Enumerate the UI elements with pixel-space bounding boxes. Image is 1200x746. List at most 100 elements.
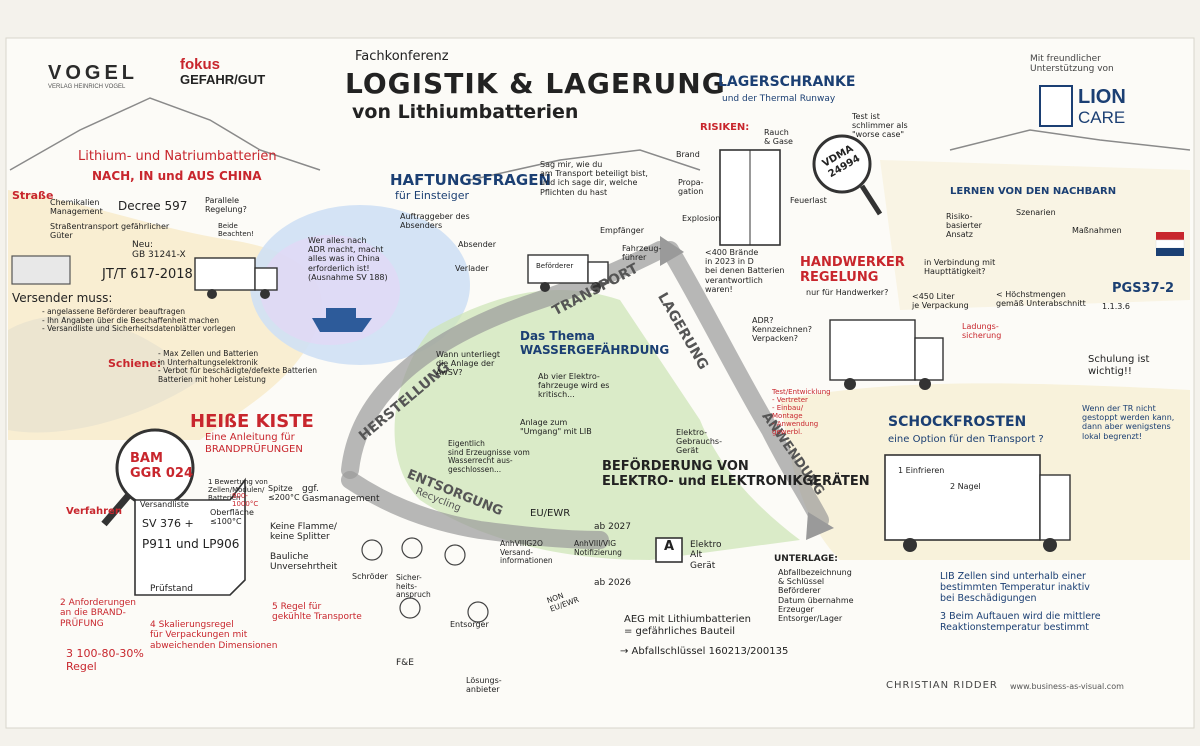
adr-bubble: Wer alles nach ADR macht, macht alles wa… — [308, 236, 388, 282]
wann-bubble: Wann unterliegt die Anlage der AwSV? — [436, 350, 501, 378]
empfaenger-label: Empfänger — [600, 226, 645, 235]
gefahrgut-logo: GEFAHR/GUT — [180, 72, 266, 87]
adr-bubble-right: ADR? Kennzeichnen? Verpacken? — [752, 316, 813, 344]
wasser-title: Das Thema WASSERGEFÄHRDUNG — [520, 329, 670, 357]
anlage-label: Anlage zum "Umgang" mit LIB — [520, 418, 592, 437]
oberflaeche-label: Oberfläche ≤100°C — [210, 508, 254, 527]
strasse-label: Straße — [12, 189, 54, 202]
china-title: Lithium- und Natriumbatterien — [78, 149, 277, 164]
handwerker-subtitle: nur für Handwerker? — [806, 288, 889, 297]
chemikalien-label: Chemikalien Management — [50, 198, 103, 217]
ab-vier-bubble: Ab vier Elektro- fahrzeuge wird es kriti… — [538, 372, 610, 400]
auftraggeber-label: Auftraggeber des Absenders — [400, 212, 470, 231]
lagerschranke-title: LAGERSCHRANKE — [718, 74, 856, 90]
schulung-label: Schulung ist wichtig!! — [1088, 354, 1150, 377]
liter-label: <450 Liter je Verpackung — [912, 292, 969, 311]
header-kicker: Fachkonferenz — [355, 49, 449, 64]
lion-logo: LION — [1078, 86, 1126, 108]
fokus-logo: fokus — [180, 56, 221, 73]
hoechst-label: < Höchstmengen gemäß Unterabschnitt — [996, 290, 1086, 309]
regel-label: 3 100-80-30% Regel — [66, 647, 144, 673]
sicherheit-label: Sicher- heits- anspruch — [396, 573, 431, 600]
ab2026-label: ab 2026 — [594, 578, 631, 588]
braende-label: <400 Brände in 2023 in D bei denen Batte… — [705, 248, 785, 294]
ladung-label: Ladungs- sicherung — [962, 322, 1002, 341]
elektro-alt-label: Elektro Alt Gerät — [690, 540, 722, 571]
nachbarn-title: LERNEN VON DEN NACHBARN — [950, 186, 1117, 197]
loesungs-label: Lösungs- anbieter — [466, 676, 502, 695]
abfall-label: → Abfallschlüssel 160213/200135 — [620, 646, 789, 657]
annex-right: AnhVIII/VIG Notifizierung — [574, 539, 622, 557]
heisse-kiste-title: HEIßE KISTE — [190, 411, 314, 432]
euewr-label: EU/EWR — [530, 508, 571, 519]
bewertung-label: 1 Bewertung von Zellen/Modulen/ Batterie… — [208, 478, 268, 503]
spitze-label: Spitze ≤200°C — [268, 484, 300, 503]
sponsor-note: Mit freundlicher Unterstützung von — [1030, 54, 1114, 75]
lagerschranke-subtitle: und der Thermal Runway — [722, 94, 836, 104]
temp-label: 900- 1000°C — [232, 492, 259, 509]
risiken-label: RISIKEN: — [700, 122, 750, 133]
fue-label: F&E — [396, 658, 414, 668]
p911-label: P911 und LP906 — [142, 537, 240, 551]
haftung-subtitle: für Einsteiger — [395, 189, 469, 202]
versandliste-label: Versandliste — [140, 500, 189, 509]
annex-left: AnhVIIIG2O Versand- informationen — [500, 539, 553, 566]
vogel-logo: VOGEL — [48, 62, 139, 84]
pruefstand-label: Prüfstand — [150, 584, 193, 594]
heisse-kiste-subtitle: Eine Anleitung für BRANDPRÜFUNGEN — [205, 432, 303, 455]
skalierung-label: 4 Skalierungsregel für Verpackungen mit … — [150, 620, 278, 651]
elektro-box-label: A — [664, 539, 675, 554]
unterlage-title: UNTERLAGE: — [774, 554, 838, 564]
auftauen-label: 3 Beim Auftauen wird die mittlere Reakti… — [940, 611, 1101, 633]
haftung-title: HAFTUNGSFRAGEN — [390, 171, 552, 189]
elektro-geraet-label: Elektro- Gebrauchs- Gerät — [676, 428, 722, 456]
propagation-label: Propa- gation — [678, 178, 704, 197]
elektro-title: BEFÖRDERUNG VON ELEKTRO- und ELEKTRONIKG… — [602, 459, 870, 489]
entsorger-label: Entsorger — [450, 620, 489, 629]
strassentransport-label: Straßentransport gefährlicher Güter — [50, 222, 170, 241]
sv-label: SV 376 + — [142, 517, 194, 530]
page-title: LOGISTIK & LAGERUNG — [345, 67, 726, 100]
einfrieren-label: 1 Einfrieren — [898, 466, 945, 475]
site-credit: www.business-as-visual.com — [1010, 682, 1124, 691]
gb-label: Neu: GB 31241-X — [132, 240, 186, 261]
keine-flamme-label: Keine Flamme/ keine Splitter — [270, 522, 337, 543]
bam-label: BAM GGR 024 — [130, 451, 194, 481]
schock-title: SCHOCKFROSTEN — [888, 414, 1027, 430]
eigentlich-bubble: Eigentlich sind Erzeugnisse vom Wasserre… — [448, 439, 530, 474]
china-subtitle: NACH, IN und AUS CHINA — [92, 169, 262, 183]
absender-label: Absender — [458, 240, 496, 249]
beide-beachten: Beide Beachten! — [218, 222, 254, 239]
handwerker-title: HANDWERKER REGELUNG — [800, 255, 905, 285]
lib-zellen-label: LIB Zellen sind unterhalb einer bestimmt… — [940, 571, 1090, 604]
gekuehlte-label: 5 Regel für gekühlte Transporte — [272, 602, 362, 623]
schock-subtitle: eine Option für den Transport ? — [888, 434, 1044, 445]
ab2027-label: ab 2027 — [594, 522, 631, 532]
pgs-label: PGS37-2 — [1112, 281, 1175, 296]
unterlage-list: Abfallbezeichnung & Schlüssel Beförderer… — [778, 568, 854, 623]
feuerlast-label: Feuerlast — [790, 196, 827, 205]
page-subtitle: von Lithiumbatterien — [352, 101, 579, 123]
schiene-label: Schiene: — [108, 357, 162, 370]
nagel-label: 2 Nagel — [950, 482, 981, 491]
schroeder-label: Schröder — [352, 572, 388, 581]
bauliche-label: Bauliche Unversehrtheit — [270, 552, 338, 573]
vogel-subtitle: VERLAG HEINRICH VOGEL — [48, 84, 126, 90]
care-logo: CARE — [1078, 108, 1126, 127]
haftung-bubble: Sag mir, wie du am Transport beteiligt b… — [540, 160, 648, 197]
verfahren-label: Verfahren — [66, 506, 122, 517]
szenarien-label: Szenarien — [1016, 208, 1056, 217]
explosion-label: Explosion — [682, 214, 721, 223]
anforderungen-label: 2 Anforderungen an die BRAND- PRÜFUNG — [60, 598, 136, 629]
versender-list: - angelassene Beförderer beauftragen - I… — [42, 307, 236, 334]
gasmanagement-label: ggf. Gasmanagement — [302, 484, 380, 505]
fahrzeugfuehrer-label: Fahrzeug- führer — [622, 244, 662, 263]
versender-title: Versender muss: — [12, 291, 113, 305]
aeg-label: AEG mit Lithiumbatterien = gefährliches … — [624, 614, 752, 637]
verbindung-label: in Verbindung mit Haupttätigkeit? — [924, 258, 996, 277]
rauch-label: Rauch & Gase — [764, 128, 793, 147]
test-bubble: Test ist schlimmer als "worse case" — [852, 112, 908, 140]
verlader-label: Verlader — [455, 264, 489, 273]
